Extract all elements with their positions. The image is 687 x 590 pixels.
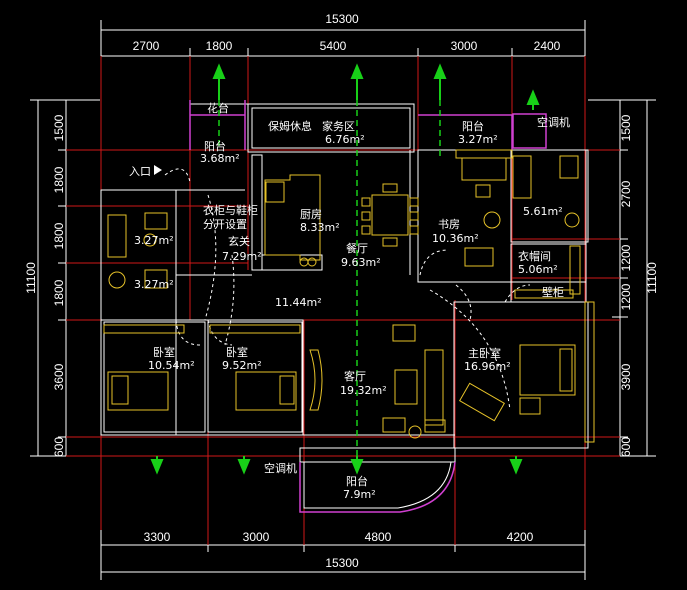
label-bath2-m: 3.27m² <box>134 278 174 291</box>
dim-bottom-3: 4800 <box>365 530 392 544</box>
entrance-arrow-icon <box>154 165 162 175</box>
label-living: 客厅 <box>344 369 366 383</box>
label-shoe-cabinet-1: 衣柜与鞋柜 <box>203 203 258 217</box>
label-corridor-m: 11.44m² <box>275 296 322 309</box>
dim-left-5: 3600 <box>52 363 66 390</box>
dim-bottom-2: 3000 <box>243 530 270 544</box>
label-nanny-lounge: 保姆休息 <box>268 119 312 133</box>
label-bedroom2-m: 9.52m² <box>222 359 262 372</box>
label-wall-cabinet: 壁柜 <box>542 285 564 299</box>
dim-right-6: 600 <box>619 437 633 457</box>
direction-markers <box>150 63 540 475</box>
label-foyer: 玄关 <box>228 234 250 248</box>
label-ac-top: 空调机 <box>537 115 570 129</box>
label-balcony-top-left-m: 3.68m² <box>200 152 240 165</box>
walls <box>100 103 589 463</box>
label-bedroom1: 卧室 <box>153 345 175 359</box>
dim-bottom-4: 4200 <box>507 530 534 544</box>
top-dimension-chain: 15300 2700 1800 5400 3000 2400 <box>100 12 586 70</box>
label-study-m: 10.36m² <box>432 232 479 245</box>
dim-bottom-total: 15300 <box>325 556 359 570</box>
label-bath3-m: 5.61m² <box>523 205 563 218</box>
axis-grid <box>66 56 620 545</box>
dim-left-total: 11100 <box>24 262 38 294</box>
dim-top-5: 2400 <box>534 39 561 53</box>
label-balcony-top-right: 阳台 <box>462 119 484 133</box>
bottom-dimension-chain: 3300 3000 4800 4200 15300 <box>100 530 586 580</box>
label-balcony-bottom-m: 7.9m² <box>343 488 376 501</box>
label-living-m: 19.32m² <box>340 384 387 397</box>
label-dining: 餐厅 <box>346 241 368 255</box>
room-labels: 花台 保姆休息 家务区 6.76m² 阳台 3.68m² 入口 衣柜与鞋柜 分开… <box>129 101 570 501</box>
label-dining-m: 9.63m² <box>341 256 381 269</box>
dim-top-total: 15300 <box>325 12 359 26</box>
balcony-rails <box>189 100 595 513</box>
right-dimension-chain: 1500 2700 1200 1200 3900 600 11100 <box>588 99 659 457</box>
dim-right-5: 3900 <box>619 363 633 390</box>
label-bedroom2: 卧室 <box>226 345 248 359</box>
label-balcony-bottom: 阳台 <box>346 474 368 488</box>
dim-right-1: 1500 <box>619 114 633 141</box>
left-dimension-chain: 1500 1800 1800 1800 3600 600 11100 <box>24 99 100 457</box>
dim-left-3: 1800 <box>52 222 66 249</box>
label-bedroom1-m: 10.54m² <box>148 359 195 372</box>
label-kitchen-m: 8.33m² <box>300 221 340 234</box>
label-foyer-m: 7.29m² <box>222 250 262 263</box>
label-master: 主卧室 <box>468 346 501 360</box>
label-balcony-top-right-m: 3.27m² <box>458 133 498 146</box>
dim-top-4: 3000 <box>451 39 478 53</box>
dim-right-4: 1200 <box>619 283 633 310</box>
dim-left-2: 1800 <box>52 166 66 193</box>
label-balcony-top-left: 阳台 <box>204 139 226 153</box>
label-entrance: 入口 <box>129 165 151 178</box>
label-bath1-m: 3.27m² <box>134 234 174 247</box>
dim-right-2: 2700 <box>619 180 633 207</box>
dim-top-2: 1800 <box>206 39 233 53</box>
label-kitchen: 厨房 <box>300 208 322 221</box>
label-household-area: 家务区 <box>322 119 355 133</box>
label-closet: 衣帽间 <box>518 249 551 263</box>
dim-top-3: 5400 <box>320 39 347 53</box>
dim-bottom-1: 3300 <box>144 530 171 544</box>
label-study: 书房 <box>438 218 460 231</box>
label-household-area-m: 6.76m² <box>325 133 365 146</box>
label-master-m: 16.96m² <box>464 360 511 373</box>
label-shoe-cabinet-2: 分开设置 <box>203 218 247 231</box>
dim-left-6: 600 <box>52 437 66 457</box>
door-swings <box>164 168 531 411</box>
dim-left-4: 1800 <box>52 279 66 306</box>
dim-top-1: 2700 <box>133 39 160 53</box>
label-closet-m: 5.06m² <box>518 263 558 276</box>
label-ac-bottom: 空调机 <box>264 461 297 475</box>
dim-right-3: 1200 <box>619 244 633 271</box>
dim-left-1: 1500 <box>52 114 66 141</box>
label-flower-box: 花台 <box>207 101 229 115</box>
dim-right-total: 11100 <box>645 262 659 294</box>
furniture <box>103 149 581 439</box>
